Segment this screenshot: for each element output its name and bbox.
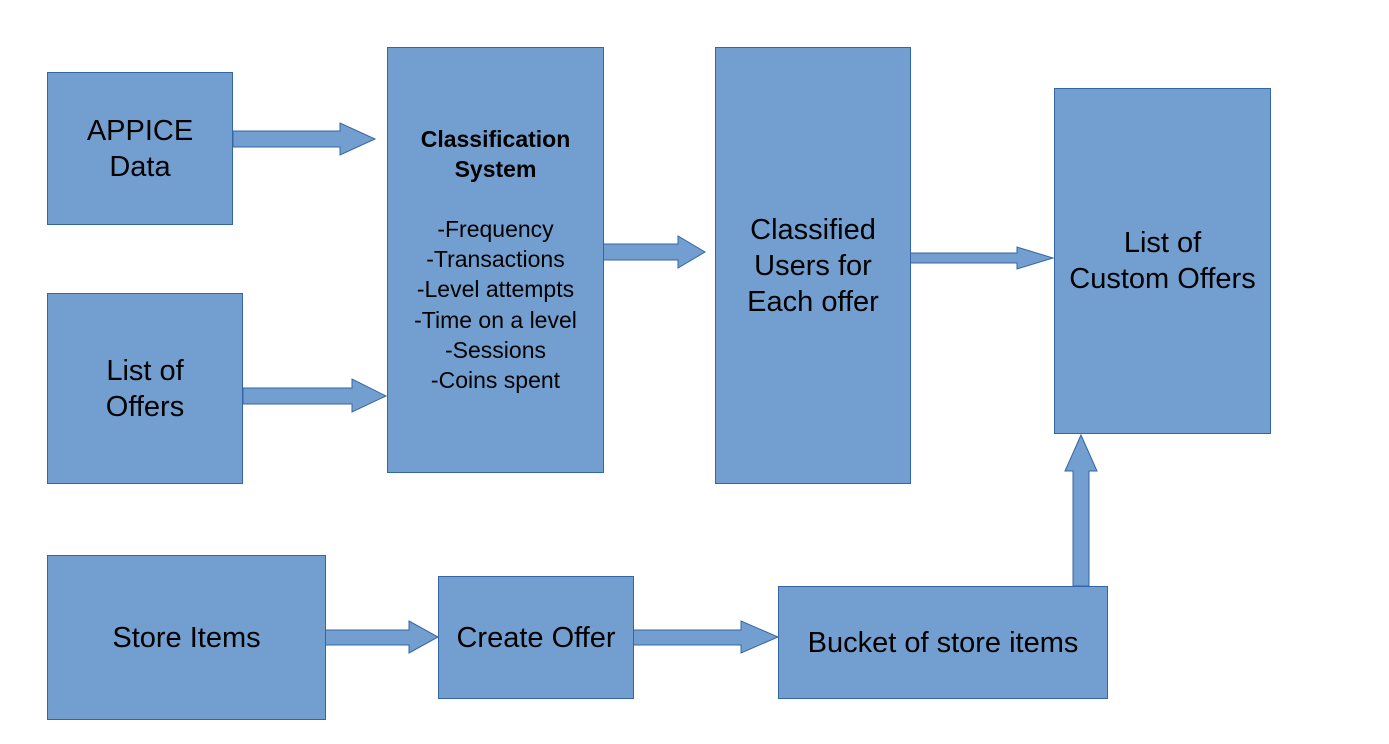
create-offer-box: Create Offer [438, 576, 634, 699]
custom-offers-box: List of Custom Offers [1054, 88, 1271, 434]
arrow-create-to-bucket [632, 620, 780, 654]
classification-system-box: Classification System -Frequency -Transa… [387, 47, 604, 473]
classification-system-title: Classification System [420, 126, 571, 182]
create-offer-label: Create Offer [456, 622, 616, 654]
criterion-coins-spent: -Coins spent [430, 367, 561, 394]
criterion-sessions: -Sessions [445, 336, 546, 363]
classified-users-box: Classified Users for Each offer [715, 47, 911, 484]
bucket-store-items-label: Bucket of store items [807, 626, 1079, 659]
arrow-appice-to-classification [232, 122, 377, 156]
arrow-classification-to-classified [602, 235, 706, 269]
appice-data-label: APPICE Data [86, 114, 194, 183]
bucket-store-items-box: Bucket of store items [778, 586, 1108, 699]
arrow-bucket-to-custom [1064, 433, 1098, 587]
arrow-offers-to-classification [242, 378, 388, 413]
arrow-store-to-create [324, 620, 440, 654]
criterion-level-attempts: -Level attempts [416, 276, 575, 303]
appice-data-box: APPICE Data [47, 72, 233, 225]
arrow-classified-to-custom [909, 246, 1055, 270]
classification-criteria-list: -Frequency -Transactions -Level attempts… [414, 214, 577, 395]
list-of-offers-box: List of Offers [47, 293, 243, 484]
criterion-frequency: -Frequency [437, 216, 554, 242]
list-of-offers-label: List of Offers [105, 354, 185, 423]
criterion-time-on-level: -Time on a level [414, 306, 577, 333]
store-items-label: Store Items [112, 621, 261, 654]
custom-offers-label: List of Custom Offers [1069, 227, 1256, 295]
store-items-box: Store Items [47, 555, 326, 720]
criterion-transactions: -Transactions [426, 246, 565, 273]
classified-users-label: Classified Users for Each offer [747, 213, 879, 318]
